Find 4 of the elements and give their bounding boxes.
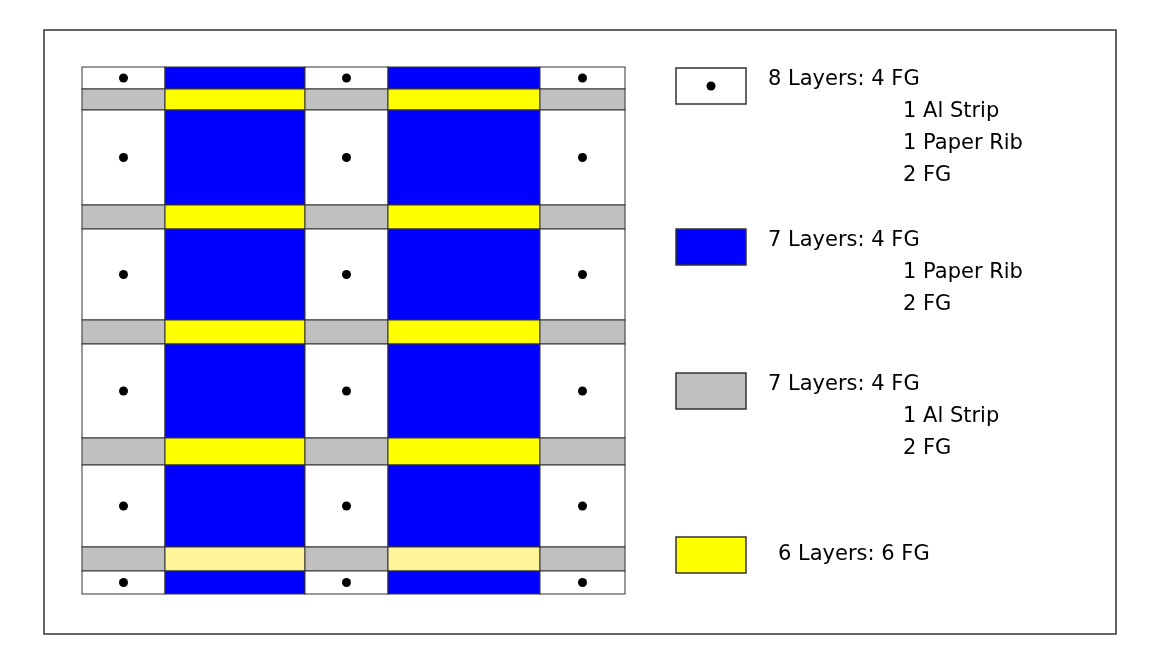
legend-text: 6 Layers: 6 FG [778,540,930,567]
legend-text: 8 Layers: 4 FG 1 Al Strip 1 Paper Rib 2 FG [768,65,1023,188]
legend-text: 7 Layers: 4 FG 1 Al Strip 2 FG [768,370,1000,461]
legend-text: 7 Layers: 4 FG 1 Paper Rib 2 FG [768,226,1023,317]
